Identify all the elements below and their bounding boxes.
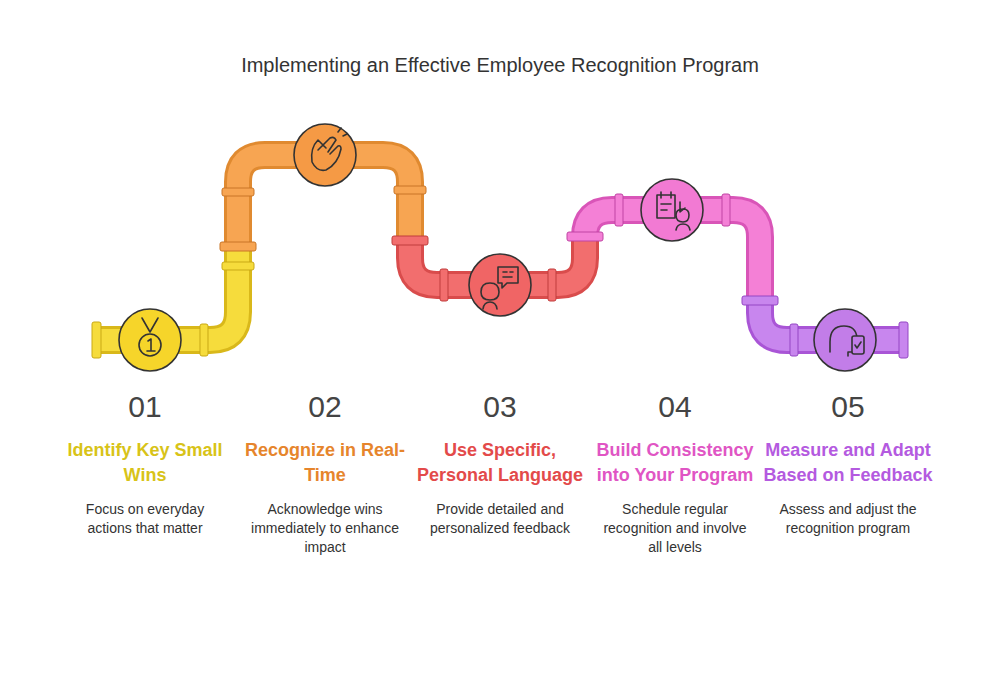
step-heading: Measure and Adapt Based on Feedback bbox=[763, 438, 933, 488]
diagram-title: Implementing an Effective Employee Recog… bbox=[0, 54, 1000, 77]
step-heading: Identify Key Small Wins bbox=[60, 438, 230, 488]
step-description: Schedule regular recognition and involve… bbox=[595, 500, 755, 557]
step-number: 02 bbox=[240, 390, 410, 424]
step-number: 04 bbox=[590, 390, 760, 424]
step-description: Acknowledge wins immediately to enhance … bbox=[245, 500, 405, 557]
step-description: Assess and adjust the recognition progra… bbox=[768, 500, 928, 538]
step-number: 01 bbox=[60, 390, 230, 424]
step-number: 03 bbox=[415, 390, 585, 424]
step-heading: Build Consistency into Your Program bbox=[590, 438, 760, 488]
step-description: Provide detailed and personalized feedba… bbox=[420, 500, 580, 538]
step-description: Focus on everyday actions that matter bbox=[65, 500, 225, 538]
step-heading: Recognize in Real-Time bbox=[240, 438, 410, 488]
step-heading: Use Specific, Personal Language bbox=[415, 438, 585, 488]
step-number: 05 bbox=[763, 390, 933, 424]
